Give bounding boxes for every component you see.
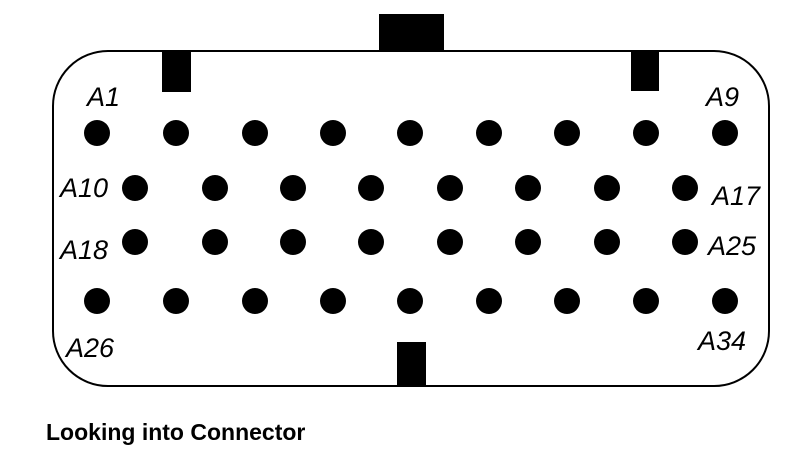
pin-a26 [84, 288, 110, 314]
label-a18: A18 [58, 235, 108, 265]
pin-a17 [672, 175, 698, 201]
pin-a5 [397, 120, 423, 146]
pin-a25 [672, 229, 698, 255]
pin-row-2 [122, 175, 698, 201]
pin-a18 [122, 229, 148, 255]
label-a1: A1 [85, 82, 120, 112]
pin-a3 [242, 120, 268, 146]
label-a17: A17 [710, 181, 761, 211]
top-right-key [631, 51, 659, 91]
pin-a27 [163, 288, 189, 314]
pin-a29 [320, 288, 346, 314]
pin-a21 [358, 229, 384, 255]
caption: Looking into Connector [46, 419, 306, 445]
top-left-key [162, 51, 191, 92]
pin-row-4 [84, 288, 738, 314]
pin-a34 [712, 288, 738, 314]
pin-a9 [712, 120, 738, 146]
pin-a28 [242, 288, 268, 314]
pin-a23 [515, 229, 541, 255]
connector-housing [52, 50, 770, 387]
pin-a24 [594, 229, 620, 255]
pin-a14 [437, 175, 463, 201]
top-latch [379, 14, 444, 52]
pin-a11 [202, 175, 228, 201]
pin-a32 [554, 288, 580, 314]
pin-a30 [397, 288, 423, 314]
label-a34: A34 [696, 326, 746, 356]
pin-a13 [358, 175, 384, 201]
pin-a2 [163, 120, 189, 146]
pin-row-1 [84, 120, 738, 146]
pin-a33 [633, 288, 659, 314]
label-a9: A9 [704, 82, 739, 112]
pin-a4 [320, 120, 346, 146]
pin-a7 [554, 120, 580, 146]
pin-a8 [633, 120, 659, 146]
label-a10: A10 [58, 173, 108, 203]
pin-a19 [202, 229, 228, 255]
pin-a12 [280, 175, 306, 201]
pin-a20 [280, 229, 306, 255]
label-a25: A25 [706, 231, 757, 261]
pin-a10 [122, 175, 148, 201]
pin-a22 [437, 229, 463, 255]
pin-a6 [476, 120, 502, 146]
bottom-key [397, 342, 426, 386]
pin-a1 [84, 120, 110, 146]
pin-a16 [594, 175, 620, 201]
pin-row-3 [122, 229, 698, 255]
label-a26: A26 [64, 333, 115, 363]
pin-a15 [515, 175, 541, 201]
pin-a31 [476, 288, 502, 314]
